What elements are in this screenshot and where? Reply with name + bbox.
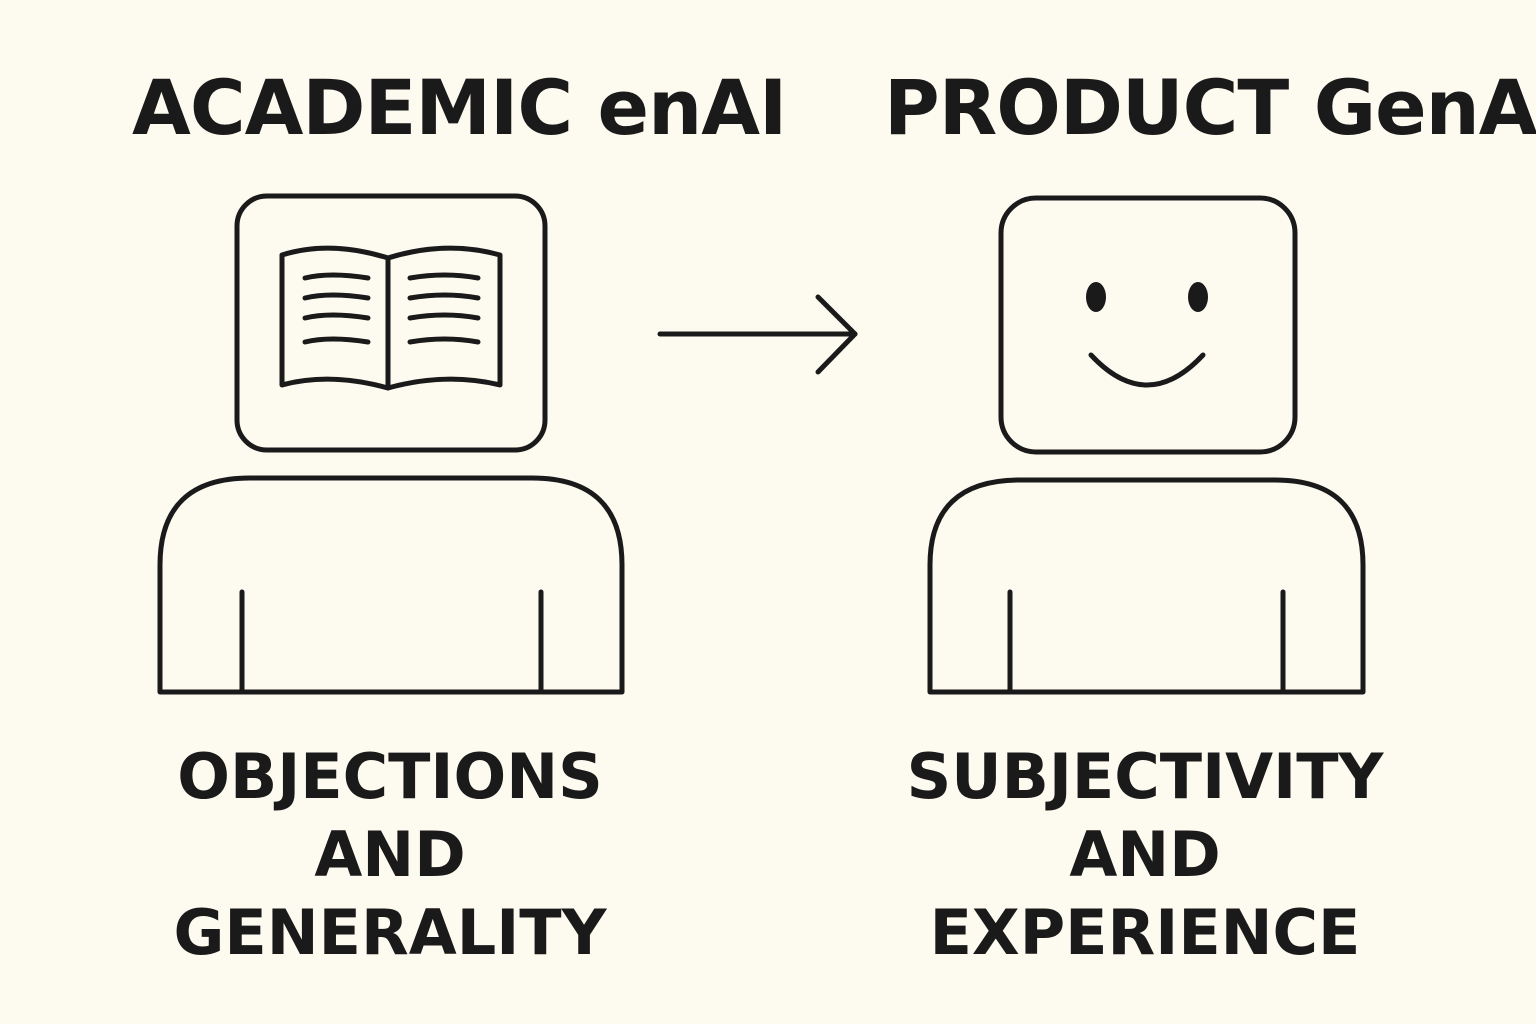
- left-title: ACADEMIC enAI: [132, 63, 787, 152]
- left-caption: OBJECTIONS AND GENERALITY: [90, 738, 690, 972]
- right-caption-line-2: AND: [1069, 818, 1221, 891]
- left-caption-line-2: AND: [314, 818, 466, 891]
- left-caption-line-3: GENERALITY: [173, 896, 607, 969]
- right-body: [927, 477, 1366, 695]
- right-title: PRODUCT GenAI: [884, 63, 1536, 152]
- left-figure: [157, 193, 625, 695]
- right-caption-line-1: SUBJECTIVITY: [906, 740, 1384, 813]
- left-caption-line-1: OBJECTIONS: [177, 740, 603, 813]
- smiley-face-icon: [1086, 282, 1208, 388]
- right-figure: [927, 195, 1366, 695]
- left-body: [157, 475, 625, 695]
- right-head: [998, 195, 1298, 455]
- arrow-right-icon: [657, 294, 858, 375]
- open-book-icon: [279, 245, 503, 391]
- right-caption: SUBJECTIVITY AND EXPERIENCE: [825, 738, 1465, 972]
- left-head: [234, 193, 548, 453]
- right-caption-line-3: EXPERIENCE: [929, 896, 1361, 969]
